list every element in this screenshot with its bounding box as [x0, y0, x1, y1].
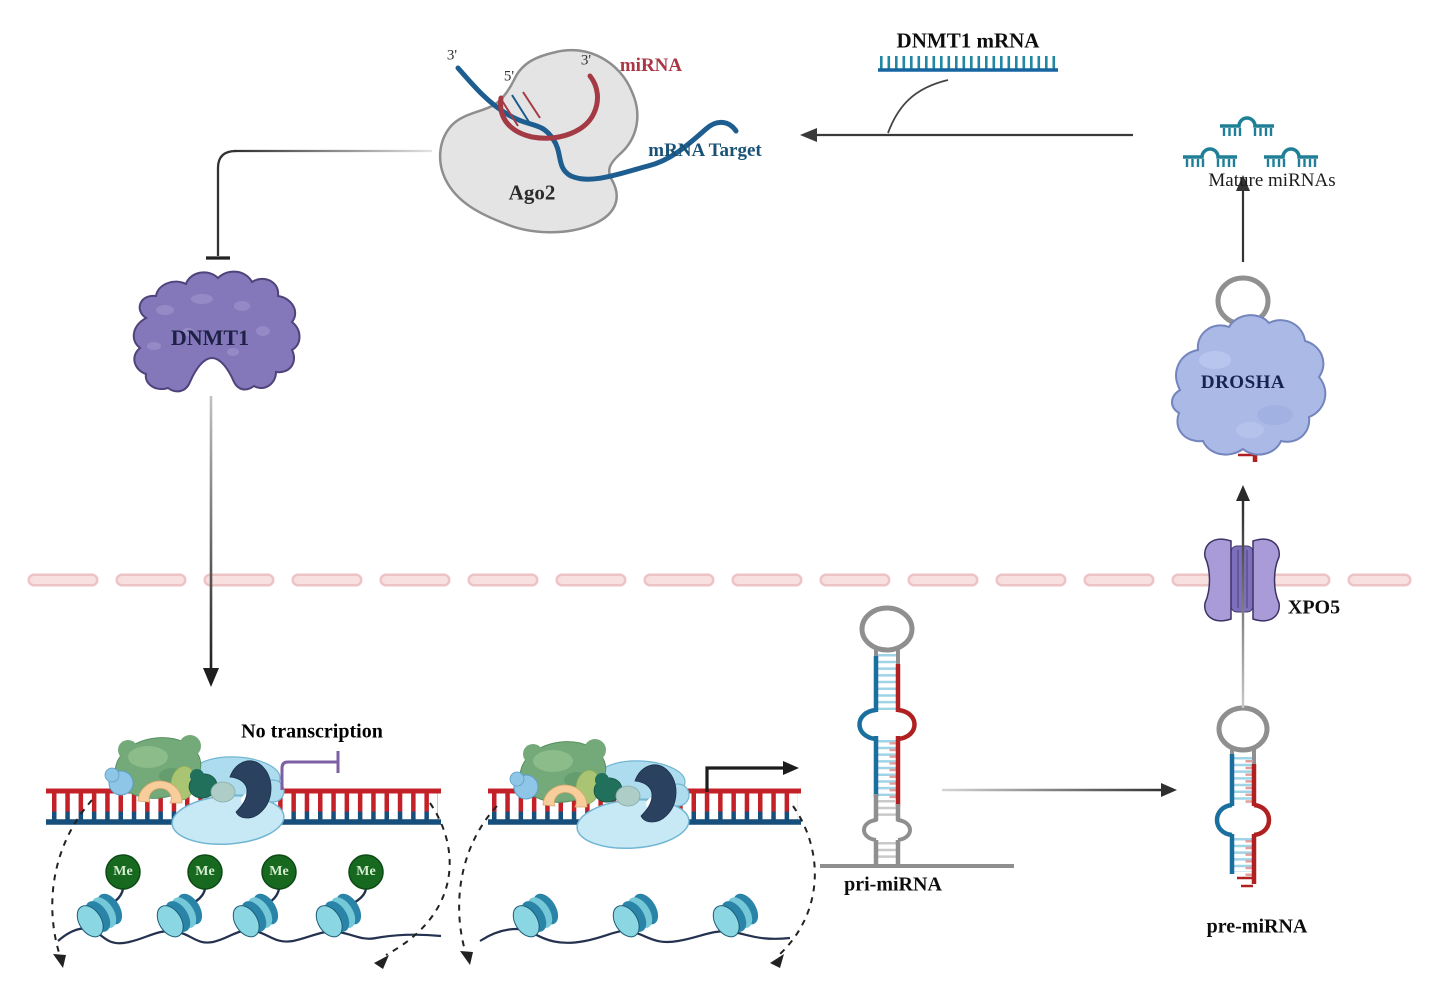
nucleosome	[507, 888, 564, 942]
mirna-label: miRNA	[619, 55, 683, 76]
mrna-target-label: mRNA Target	[648, 140, 762, 161]
transcription-complex-1	[104, 731, 287, 849]
arrow-dnmt1-to-chromatin	[203, 396, 219, 687]
methyl-label: Me	[356, 864, 376, 879]
arrow-pre-to-drosha	[1236, 485, 1250, 708]
transcription-start-arrow	[705, 761, 799, 792]
mature-mirnas-label: Mature miRNAs	[1208, 170, 1336, 191]
ago2-label: Ago2	[508, 180, 556, 205]
arrow-drosha-to-mature	[1236, 175, 1250, 262]
ago2-complex	[438, 48, 739, 234]
chromatin-fiber-1	[57, 927, 442, 945]
silenced-chromatin-panel	[46, 731, 451, 969]
no-transcription-inhibitor	[280, 751, 340, 790]
mrna-3prime-label: 3'	[446, 47, 458, 64]
pri-mirna-structure	[820, 605, 1014, 868]
xpo5-label: XPO5	[1287, 596, 1341, 619]
condensation-arrows-1	[51, 799, 451, 969]
dnmt1-protein	[132, 270, 301, 393]
transcription-complex-2	[509, 735, 692, 853]
mrna-target-strand	[455, 65, 739, 182]
pre-mirna-structure	[1214, 705, 1272, 888]
pri-mirna-label: pri-miRNA	[844, 873, 942, 896]
decondensation-arrows-2	[458, 805, 816, 968]
methyl-marks	[105, 854, 384, 890]
xpo5-pore	[1204, 538, 1280, 622]
methyl-label: Me	[113, 864, 133, 879]
dnmt1-mrna-strand	[878, 56, 1058, 72]
methyl-label: Me	[195, 864, 215, 879]
mature-mirna-strands	[1181, 116, 1320, 169]
active-chromatin-panel	[458, 735, 816, 968]
mirna-3prime-label: 3'	[580, 52, 592, 69]
nucleosome	[607, 888, 664, 942]
methyl-label: Me	[269, 864, 289, 879]
dnmt1-label: DNMT1	[170, 325, 250, 350]
drosha-label: DROSHA	[1200, 372, 1286, 393]
duplex-hatching	[500, 91, 541, 127]
nucleosome	[151, 888, 208, 942]
nucleosome	[707, 888, 764, 942]
drosha-complex	[1171, 275, 1327, 462]
mirna-strand	[498, 73, 600, 141]
no-transcription-label: No transcription	[241, 720, 383, 743]
arrow-pri-to-pre	[942, 783, 1177, 797]
inhibition-ago2-to-dnmt1	[206, 149, 432, 260]
dnmt1-mrna-label: DNMT1 mRNA	[896, 28, 1040, 53]
mirna-5prime-label: 5'	[503, 68, 515, 85]
arrow-dnmt1mrna-to-ago2	[800, 79, 1133, 142]
pre-mirna-label: pre-miRNA	[1206, 915, 1308, 938]
